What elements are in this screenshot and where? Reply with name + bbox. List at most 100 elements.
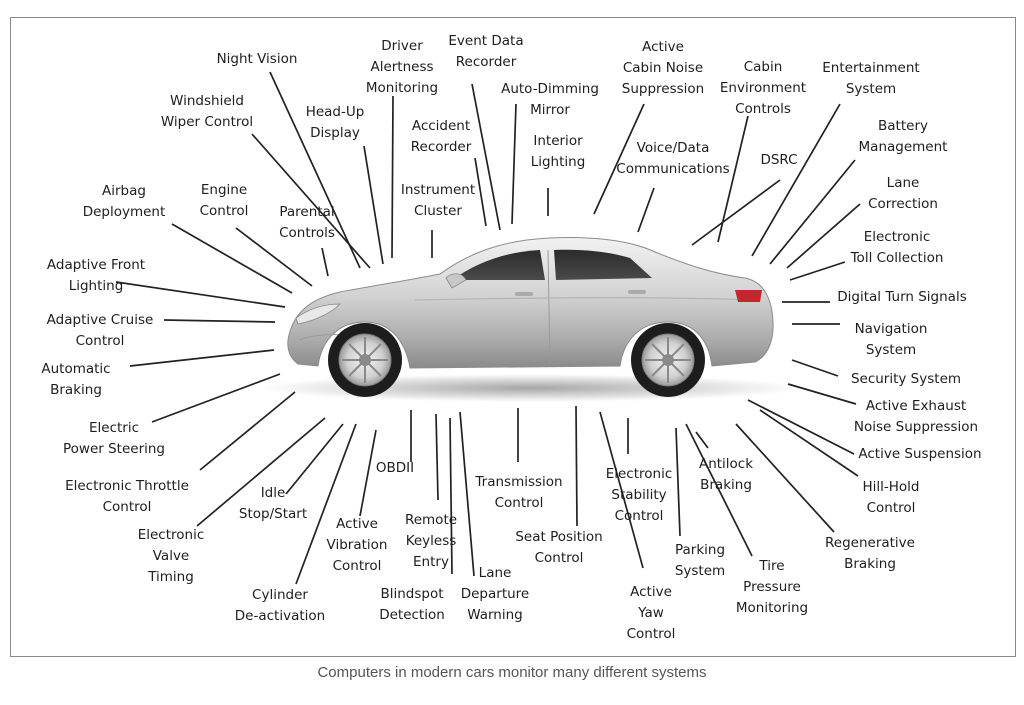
airbag-deployment-leader-line xyxy=(171,223,293,294)
label-line: Cabin Noise xyxy=(623,60,703,76)
label-line: Pressure xyxy=(743,579,801,595)
label-line: Control xyxy=(627,626,676,642)
electronic-toll-collection-leader-line xyxy=(789,261,846,281)
active-suspension-leader-line xyxy=(747,399,855,455)
label-line: Electronic xyxy=(864,229,931,245)
label-line: Security System xyxy=(851,371,961,387)
label-line: De-activation xyxy=(235,608,325,624)
label-line: Automatic xyxy=(41,361,110,377)
label-line: Monitoring xyxy=(736,600,808,616)
label-line: DSRC xyxy=(760,152,797,168)
label-line: Stability xyxy=(611,487,666,503)
dsrc-leader-line xyxy=(691,179,781,246)
label-line: Toll Collection xyxy=(850,250,944,266)
accident-recorder-leader-line xyxy=(474,157,487,227)
label-line: Active Exhaust xyxy=(866,398,966,414)
label-line: Active xyxy=(642,39,684,55)
label-line: Wiper Control xyxy=(161,114,253,130)
label-line: Correction xyxy=(868,196,938,212)
seat-position-control-leader-line xyxy=(575,405,578,527)
electronic-throttle-control-leader-line xyxy=(199,391,296,471)
parking-system-leader-line xyxy=(675,427,681,537)
label-line: Driver xyxy=(381,38,423,54)
label-line: Controls xyxy=(735,101,791,117)
label-line: Detection xyxy=(379,607,445,623)
label-line: Head-Up xyxy=(306,104,365,120)
voice-data-communications-leader-line xyxy=(637,187,655,233)
label-line: Event Data xyxy=(448,33,523,49)
label-line: Power Steering xyxy=(63,441,165,457)
connector-lines xyxy=(115,71,861,585)
label-line: System xyxy=(866,342,916,358)
lane-correction-leader-line xyxy=(786,203,861,269)
label-line: Stop/Start xyxy=(239,506,307,522)
label-line: Electronic xyxy=(138,527,205,543)
electronic-valve-timing-leader-line xyxy=(196,417,326,527)
label-line: Active Suspension xyxy=(858,446,981,462)
cabin-environment-controls-leader-line xyxy=(717,115,749,243)
label-line: Adaptive Cruise xyxy=(47,312,154,328)
label-line: Active xyxy=(336,516,378,532)
label-line: Remote xyxy=(405,512,457,528)
label-line: Accident xyxy=(412,118,470,134)
label-line: Active xyxy=(630,584,672,600)
label-line: Antilock xyxy=(699,456,753,472)
hill-hold-control-leader-line xyxy=(759,409,859,477)
label-line: Cluster xyxy=(414,203,462,219)
label-night-vision: Night Vision xyxy=(217,51,298,67)
auto-dimming-mirror-leader-line xyxy=(511,103,517,225)
label-line: Braking xyxy=(50,382,102,398)
label-line: Auto-Dimming xyxy=(501,81,599,97)
label-line: System xyxy=(846,81,896,97)
label-line: Control xyxy=(333,558,382,574)
label-line: Monitoring xyxy=(366,80,438,96)
label-line: Alertness xyxy=(370,59,433,75)
label-dsrc: DSRC xyxy=(760,152,797,168)
label-line: Battery xyxy=(878,118,928,134)
label-line: Departure xyxy=(461,586,530,602)
label-line: Control xyxy=(103,499,152,515)
car-illustration xyxy=(260,237,800,402)
label-line: Electronic xyxy=(606,466,673,482)
label-line: Instrument xyxy=(401,182,475,198)
label-line: Cabin xyxy=(744,59,783,75)
label-line: Lane xyxy=(479,565,512,581)
entertainment-system-leader-line xyxy=(751,103,841,257)
label-line: Braking xyxy=(844,556,896,572)
blindspot-detection-leader-line xyxy=(449,417,453,575)
label-line: Braking xyxy=(700,477,752,493)
idle-stop-start-leader-line xyxy=(285,423,344,495)
label-line: Regenerative xyxy=(825,535,915,551)
label-line: Display xyxy=(310,125,360,141)
label-line: Interior xyxy=(533,133,583,149)
security-system-leader-line xyxy=(791,359,839,377)
windshield-wiper-control-leader-line xyxy=(251,133,371,269)
label-line: Night Vision xyxy=(217,51,298,67)
figure-caption: Computers in modern cars monitor many di… xyxy=(317,664,707,681)
label-line: Suppression xyxy=(622,81,704,97)
label-line: Tire xyxy=(758,558,784,574)
label-active-suspension: Active Suspension xyxy=(858,446,981,462)
